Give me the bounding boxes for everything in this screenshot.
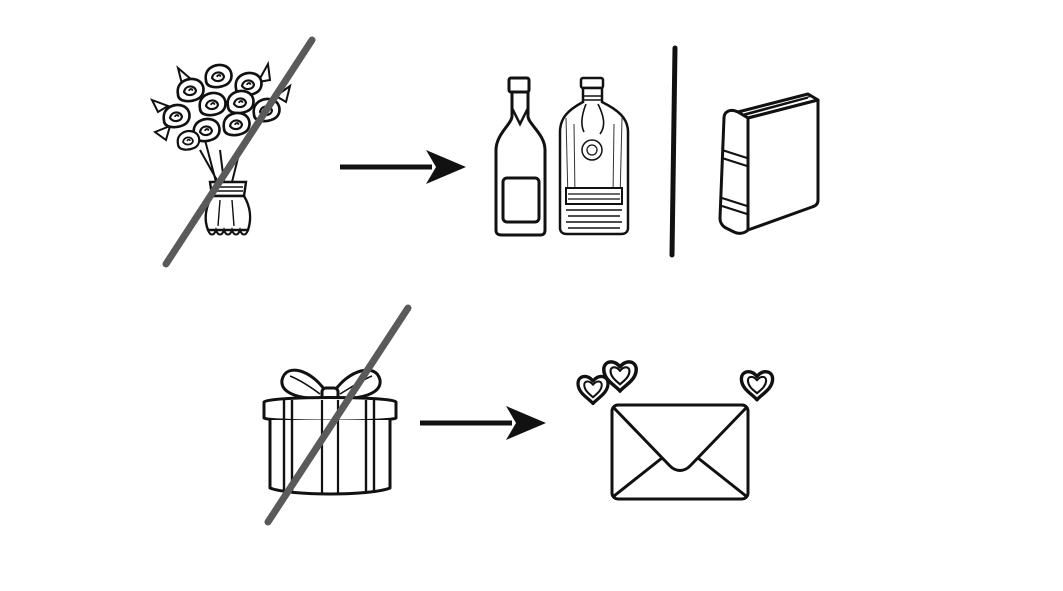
right-arrow-icon: [420, 406, 546, 440]
row-1: [149, 36, 820, 268]
strike-through-line: [162, 36, 316, 268]
heart-icon: [739, 370, 775, 402]
heart-icon: [576, 374, 610, 406]
row-2: [262, 304, 775, 526]
love-letter-envelope-icon: [610, 403, 750, 501]
right-arrow-icon: [340, 150, 466, 184]
flower-bouquet-icon: [149, 60, 292, 236]
book-icon: [718, 92, 820, 235]
champagne-bottle-icon: [494, 76, 547, 237]
strike-through-line: [264, 304, 412, 526]
vertical-divider: [669, 45, 678, 258]
liquor-bottle-icon: [558, 76, 630, 236]
